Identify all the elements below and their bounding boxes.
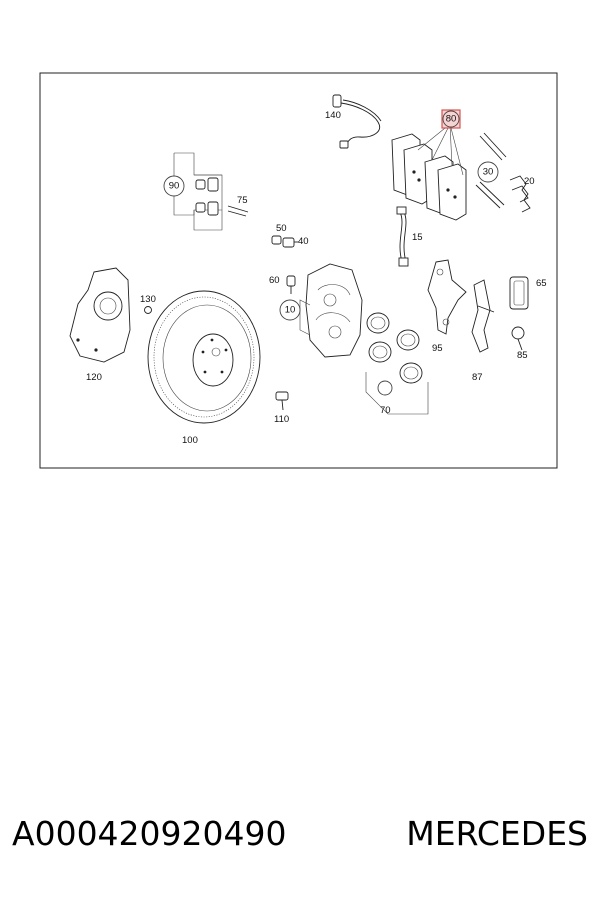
label-100[interactable]: 100 <box>182 435 198 446</box>
label-130[interactable]: 130 <box>140 294 156 305</box>
part-number: A000420920490 <box>12 813 287 853</box>
part-60-bolt <box>286 275 296 294</box>
part-80-brake-pads <box>391 123 467 221</box>
label-20[interactable]: 20 <box>524 176 535 187</box>
label-65[interactable]: 65 <box>536 278 547 289</box>
label-75[interactable]: 75 <box>237 195 248 206</box>
label-85[interactable]: 85 <box>517 350 528 361</box>
label-80[interactable]: 80 <box>446 114 457 125</box>
part-100-brake-disc <box>147 290 261 424</box>
callout-circle-90[interactable] <box>163 175 185 197</box>
part-40-bleeder <box>282 237 299 248</box>
label-60[interactable]: 60 <box>269 275 280 286</box>
label-87[interactable]: 87 <box>472 372 483 383</box>
label-140[interactable]: 140 <box>325 110 341 121</box>
highlight-box-80 <box>441 109 461 129</box>
part-95-pad-bracket <box>427 259 467 335</box>
label-70[interactable]: 70 <box>380 405 391 416</box>
label-90[interactable]: 90 <box>169 181 180 192</box>
callout-circle-70[interactable] <box>377 380 393 396</box>
caption-bar: A000420920490 MERCEDES <box>0 808 600 858</box>
part-20-spring-clips <box>509 175 531 213</box>
part-50-cap <box>271 235 282 245</box>
label-10[interactable]: 10 <box>285 305 296 316</box>
part-90-pin-kit <box>173 152 249 231</box>
part-140-wear-sensor <box>332 94 382 149</box>
label-40[interactable]: 40 <box>298 236 309 247</box>
label-30[interactable]: 30 <box>483 167 494 178</box>
part-130-screw <box>144 306 152 314</box>
part-70-seal-kit <box>365 312 429 415</box>
label-50[interactable]: 50 <box>276 223 287 234</box>
part-120-dust-shield <box>69 267 131 363</box>
brand-name: MERCEDES <box>406 813 588 853</box>
part-30-guide-pins <box>475 132 507 209</box>
part-15-brake-hose <box>396 206 409 267</box>
part-65-shim-plate <box>509 276 529 310</box>
label-120[interactable]: 120 <box>86 372 102 383</box>
part-10-brake-caliper <box>299 263 363 358</box>
diagram-frame <box>39 72 558 469</box>
part-85-bolt <box>511 326 525 351</box>
callout-circle-80[interactable] <box>442 110 460 128</box>
label-110[interactable]: 110 <box>274 414 289 425</box>
callout-circle-10[interactable] <box>279 299 301 321</box>
callout-circle-30[interactable] <box>477 161 499 183</box>
exploded-parts-diagram: 140 80 30 20 90 75 50 40 15 60 10 65 130… <box>39 72 558 469</box>
part-87-spring-plate <box>471 279 495 353</box>
label-15[interactable]: 15 <box>412 232 423 243</box>
part-110-bolt <box>275 391 289 411</box>
label-95[interactable]: 95 <box>432 343 443 354</box>
